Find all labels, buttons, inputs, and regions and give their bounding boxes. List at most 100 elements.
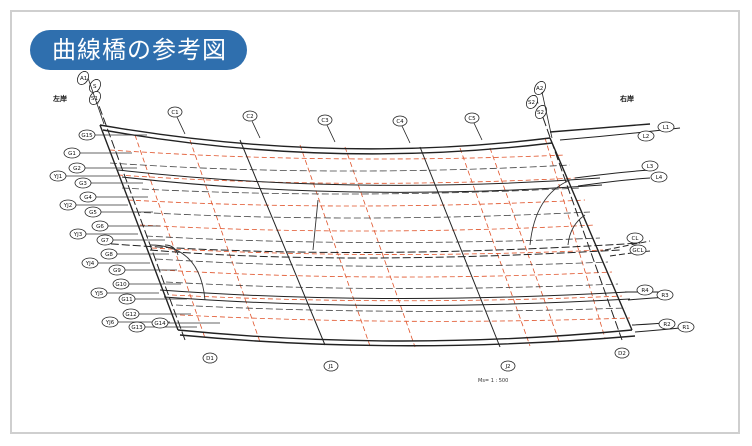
svg-text:R2: R2 [663,322,670,328]
svg-text:YJ5: YJ5 [94,291,104,297]
label-cl: CL [626,232,644,244]
svg-text:G4: G4 [84,195,92,201]
label-c1: C1 [167,106,183,118]
svg-text:J1: J1 [327,364,333,370]
svg-text:YJ3: YJ3 [73,232,83,238]
svg-text:G3: G3 [79,181,87,187]
svg-text:L1: L1 [663,125,670,131]
svg-text:D1: D1 [206,356,214,362]
svg-text:G6: G6 [96,224,104,230]
label-yj2: YJ2 [59,199,77,211]
label-j2: J2 [500,360,516,372]
svg-text:G12: G12 [125,312,136,318]
svg-text:L4: L4 [656,175,663,181]
deck-outline [99,123,651,347]
svg-text:G15: G15 [81,133,93,139]
label-g2: G2 [68,162,86,174]
label-g5: G5 [84,206,102,218]
label-g3: G3 [74,177,92,189]
span-lines [94,94,623,348]
label-c5: C5 [464,112,480,124]
label-g13: G13 [128,321,146,333]
label-r3: R3 [656,289,674,301]
red-dashed-horizontal-lines [109,149,631,322]
svg-text:S2: S2 [528,100,535,106]
svg-text:YJ4: YJ4 [85,261,95,267]
svg-text:YJ1: YJ1 [53,174,62,180]
svg-text:S: S [93,84,97,90]
svg-text:A2: A2 [536,86,543,92]
label-g12: G12 [122,308,140,320]
label-s2a: S2 [526,95,538,109]
svg-text:G5: G5 [89,210,97,216]
svg-text:GCL: GCL [632,248,644,254]
label-g1: G1 [63,147,81,159]
top-left-label-group: A1 S S1 [77,71,105,125]
svg-text:J2: J2 [504,364,510,370]
label-yj3: YJ3 [69,228,87,240]
label-yj4: YJ4 [81,257,99,269]
label-gcl: GCL [629,244,647,256]
svg-text:G11: G11 [121,297,132,303]
svg-text:R3: R3 [661,293,669,299]
left-leader-lines [66,134,220,328]
label-yj5: YJ5 [90,287,108,299]
svg-text:D2: D2 [618,351,626,357]
svg-text:G7: G7 [101,238,109,244]
label-r4: R4 [636,284,654,296]
label-yj1: YJ1 [49,170,67,182]
label-g6: G6 [91,220,109,232]
svg-text:S1: S1 [91,96,98,102]
lane-edge-curves [99,169,641,307]
figure-frame [10,10,740,434]
label-g10: G10 [112,278,130,290]
red-dashed-vertical-lines [134,134,606,348]
left-bank-label: 左岸 [52,94,67,103]
support-arcs [149,179,586,301]
svg-text:R1: R1 [682,325,689,331]
svg-text:YJ2: YJ2 [63,203,72,209]
label-r1: R1 [677,321,695,333]
label-g9: G9 [108,264,126,276]
svg-text:L3: L3 [647,164,654,170]
right-bank-label: 右岸 [619,94,634,103]
svg-text:G2: G2 [73,166,81,172]
label-g14: G14 [151,317,169,329]
svg-text:G10: G10 [115,282,127,288]
label-g11: G11 [118,293,136,305]
label-c2: C2 [242,110,258,122]
svg-text:A1: A1 [80,76,87,82]
svg-text:G14: G14 [154,321,166,327]
svg-text:CL: CL [632,236,640,242]
label-a2: A2 [534,81,546,95]
label-d1: D1 [202,352,218,364]
label-l1: L1 [657,121,675,133]
label-a1: A1 [77,71,89,85]
label-j1: J1 [323,360,339,372]
label-g15: G15 [78,129,96,141]
label-c3: C3 [317,114,333,126]
label-l2: L2 [637,130,655,142]
label-g8: G8 [100,248,118,260]
svg-text:G1: G1 [68,151,76,157]
label-d2: D2 [614,347,630,359]
label-l4: L4 [650,171,668,183]
svg-text:G8: G8 [105,252,113,258]
scale-note: Ms= 1 : 500 [478,378,508,384]
svg-text:C3: C3 [321,118,329,124]
svg-text:S2: S2 [537,110,544,116]
svg-text:G13: G13 [131,325,143,331]
top-right-label-group: A2 S2 S2 [526,81,553,139]
figure-title: 曲線橋の参考図 [30,30,247,70]
label-r2: R2 [658,318,676,330]
svg-text:C4: C4 [396,119,404,125]
label-g7: G7 [96,234,114,246]
dashed-girder-lines [109,162,627,312]
svg-text:C2: C2 [246,114,253,120]
svg-text:YJ6: YJ6 [105,320,115,326]
